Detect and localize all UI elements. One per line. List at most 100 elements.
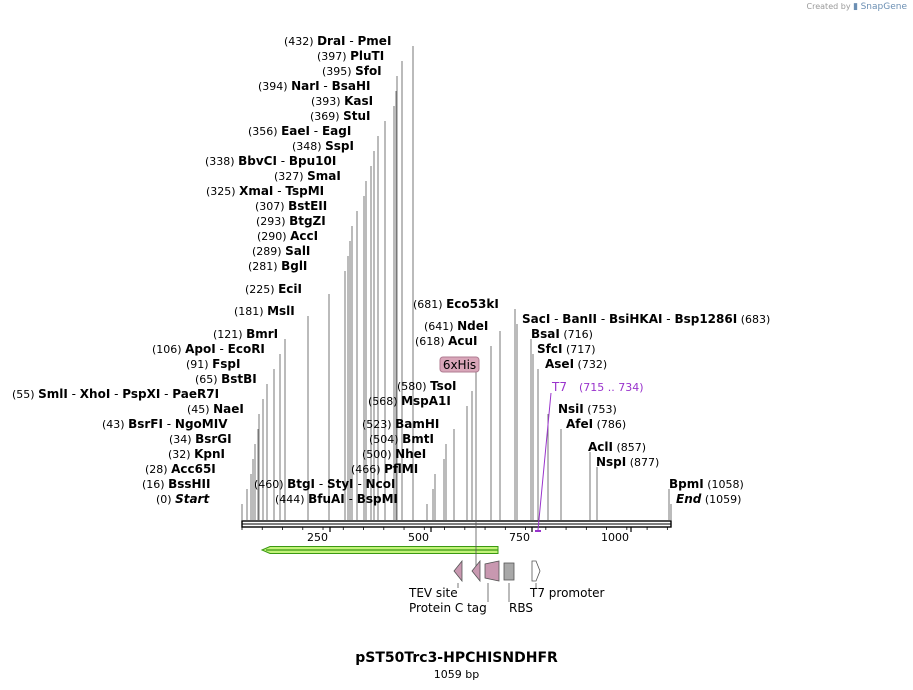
site-position-btgzi: (293): [256, 215, 289, 228]
site-label-bamhi: (523) BamHI: [362, 417, 439, 431]
site-label-bmri: (121) BmrI: [213, 327, 278, 341]
enzyme-name-btgi: BtgI: [287, 477, 315, 491]
enzyme-name-bspmi: BspMI: [357, 492, 398, 506]
site-label-fspi: (91) FspI: [186, 357, 240, 371]
enzyme-name-mspa1i: MspA1I: [401, 394, 451, 408]
enzyme-name-xhoi: XhoI: [80, 387, 111, 401]
enzyme-name-ncoi: NcoI: [366, 477, 396, 491]
site-labels: (432) DraI - PmeI(397) PluTI(395) SfoI(3…: [12, 34, 770, 506]
site-label-acc65i: (28) Acc65I: [145, 462, 216, 476]
site-position-bstbi: (65): [195, 373, 221, 386]
site-label-acui: (618) AcuI: [415, 334, 478, 348]
site-label-nspi: NspI (877): [596, 455, 659, 469]
enzyme-name-afei: AfeI: [566, 417, 593, 431]
site-separator: -: [345, 492, 357, 506]
enzyme-name-nhei: NheI: [395, 447, 426, 461]
site-position-smai: (327): [274, 170, 307, 183]
site-label-drai: (432) DraI - PmeI: [284, 34, 391, 48]
site-label-btgzi: (293) BtgZI: [256, 214, 326, 228]
plasmid-length: 1059 bp: [433, 668, 480, 681]
site-label-bpmi: BpmI (1058): [669, 477, 744, 491]
enzyme-name-paer7i: PaeR7I: [172, 387, 219, 401]
site-separator: -: [160, 387, 172, 401]
protein-c-label: Protein C tag: [409, 601, 487, 615]
enzyme-name-end: End: [676, 492, 702, 506]
enzyme-name-bamhi: BamHI: [395, 417, 439, 431]
enzyme-name-styi: StyI: [327, 477, 354, 491]
site-label-bsshii: (16) BssHII: [142, 477, 210, 491]
enzyme-name-bsahi: BsaHI: [332, 79, 371, 93]
enzyme-name-bsrfi: BsrFI: [128, 417, 163, 431]
site-label-kpni: (32) KpnI: [168, 447, 225, 461]
enzyme-name-bsshii: BssHII: [168, 477, 210, 491]
site-position-eco53ki: (681): [413, 298, 446, 311]
site-label-nhei: (500) NheI: [362, 447, 426, 461]
site-position-sali: (289): [252, 245, 285, 258]
site-separator: -: [68, 387, 80, 401]
site-separator: -: [597, 312, 609, 326]
sequence-backbone: [241, 520, 672, 528]
enzyme-name-pmei: PmeI: [358, 34, 392, 48]
site-position-nhei: (500): [362, 448, 395, 461]
enzyme-name-ecori: EcoRI: [228, 342, 265, 356]
tev-site-label: TEV site: [408, 586, 458, 600]
t7-primer-range: (715 .. 734): [579, 381, 644, 394]
site-label-bsrfi: (43) BsrFI - NgoMIV: [102, 417, 228, 431]
enzyme-name-tspmi: TspMI: [285, 184, 324, 198]
site-position-start: (0): [156, 493, 175, 506]
enzyme-name-ndei: NdeI: [457, 319, 488, 333]
site-position-sspi: (348): [292, 140, 325, 153]
snapgene-logo-icon: ▮: [853, 2, 859, 12]
site-label-bbvci: (338) BbvCI - Bpu10I: [205, 154, 336, 168]
site-separator: -: [216, 342, 228, 356]
site-label-pluti: (397) PluTI: [317, 49, 384, 63]
site-position-ecii: (225): [245, 283, 278, 296]
enzyme-name-acci: AccI: [290, 229, 318, 243]
orf-arrow: [260, 546, 499, 554]
rbs-marker: [503, 562, 515, 581]
site-label-start: (0) Start: [156, 492, 210, 506]
site-position-bsai: (716): [560, 328, 593, 341]
site-position-nspi: (877): [626, 456, 659, 469]
site-label-sspi: (348) SspI: [292, 139, 354, 153]
enzyme-name-sali: SalI: [285, 244, 310, 258]
site-position-bbvci: (338): [205, 155, 238, 168]
enzyme-name-bmti: BmtI: [402, 432, 434, 446]
enzyme-name-ecii: EciI: [278, 282, 302, 296]
enzyme-name-sfci: SfcI: [537, 342, 562, 356]
enzyme-name-eagi: EagI: [322, 124, 351, 138]
site-position-bsshii: (16): [142, 478, 168, 491]
ruler-label-250: 250: [307, 531, 328, 544]
site-position-acli: (857): [613, 441, 646, 454]
enzyme-name-eaei: EaeI: [281, 124, 310, 138]
primer-t7: T7 (715 .. 734): [535, 380, 644, 532]
site-separator: -: [163, 417, 175, 431]
site-label-smai: (327) SmaI: [274, 169, 341, 183]
enzyme-name-eco53ki: Eco53kI: [446, 297, 499, 311]
enzyme-name-btgzi: BtgZI: [289, 214, 326, 228]
enzyme-name-nspi: NspI: [596, 455, 626, 469]
enzyme-name-apoi: ApoI: [185, 342, 216, 356]
site-label-bsai: BsaI (716): [531, 327, 593, 341]
site-label-mspa1i: (568) MspA1I: [368, 394, 451, 408]
enzyme-name-bfuai: BfuAI: [308, 492, 345, 506]
site-position-msli: (181): [234, 305, 267, 318]
site-position-acci: (290): [257, 230, 290, 243]
site-label-btgi: (460) BtgI - StyI - NcoI: [254, 477, 396, 491]
site-label-bmti: (504) BmtI: [369, 432, 434, 446]
enzyme-name-bsrgi: BsrGI: [195, 432, 232, 446]
t7-promoter-label: T7 promoter: [529, 586, 605, 600]
site-position-fspi: (91): [186, 358, 212, 371]
enzyme-name-asei: AseI: [545, 357, 574, 371]
enzyme-name-bstbi: BstBI: [221, 372, 257, 386]
site-position-nsii: (753): [584, 403, 617, 416]
site-label-ecii: (225) EciI: [245, 282, 302, 296]
enzyme-name-bbvci: BbvCI: [238, 154, 277, 168]
enzyme-name-bgli: BglI: [281, 259, 307, 273]
site-position-tsoi: (580): [397, 380, 430, 393]
site-separator: -: [550, 312, 562, 326]
snapgene-credit: Created by ▮ SnapGene: [807, 2, 907, 12]
enzyme-name-pspxi: PspXI: [122, 387, 160, 401]
site-separator: -: [277, 154, 289, 168]
t7-primer-label: T7: [551, 380, 567, 394]
